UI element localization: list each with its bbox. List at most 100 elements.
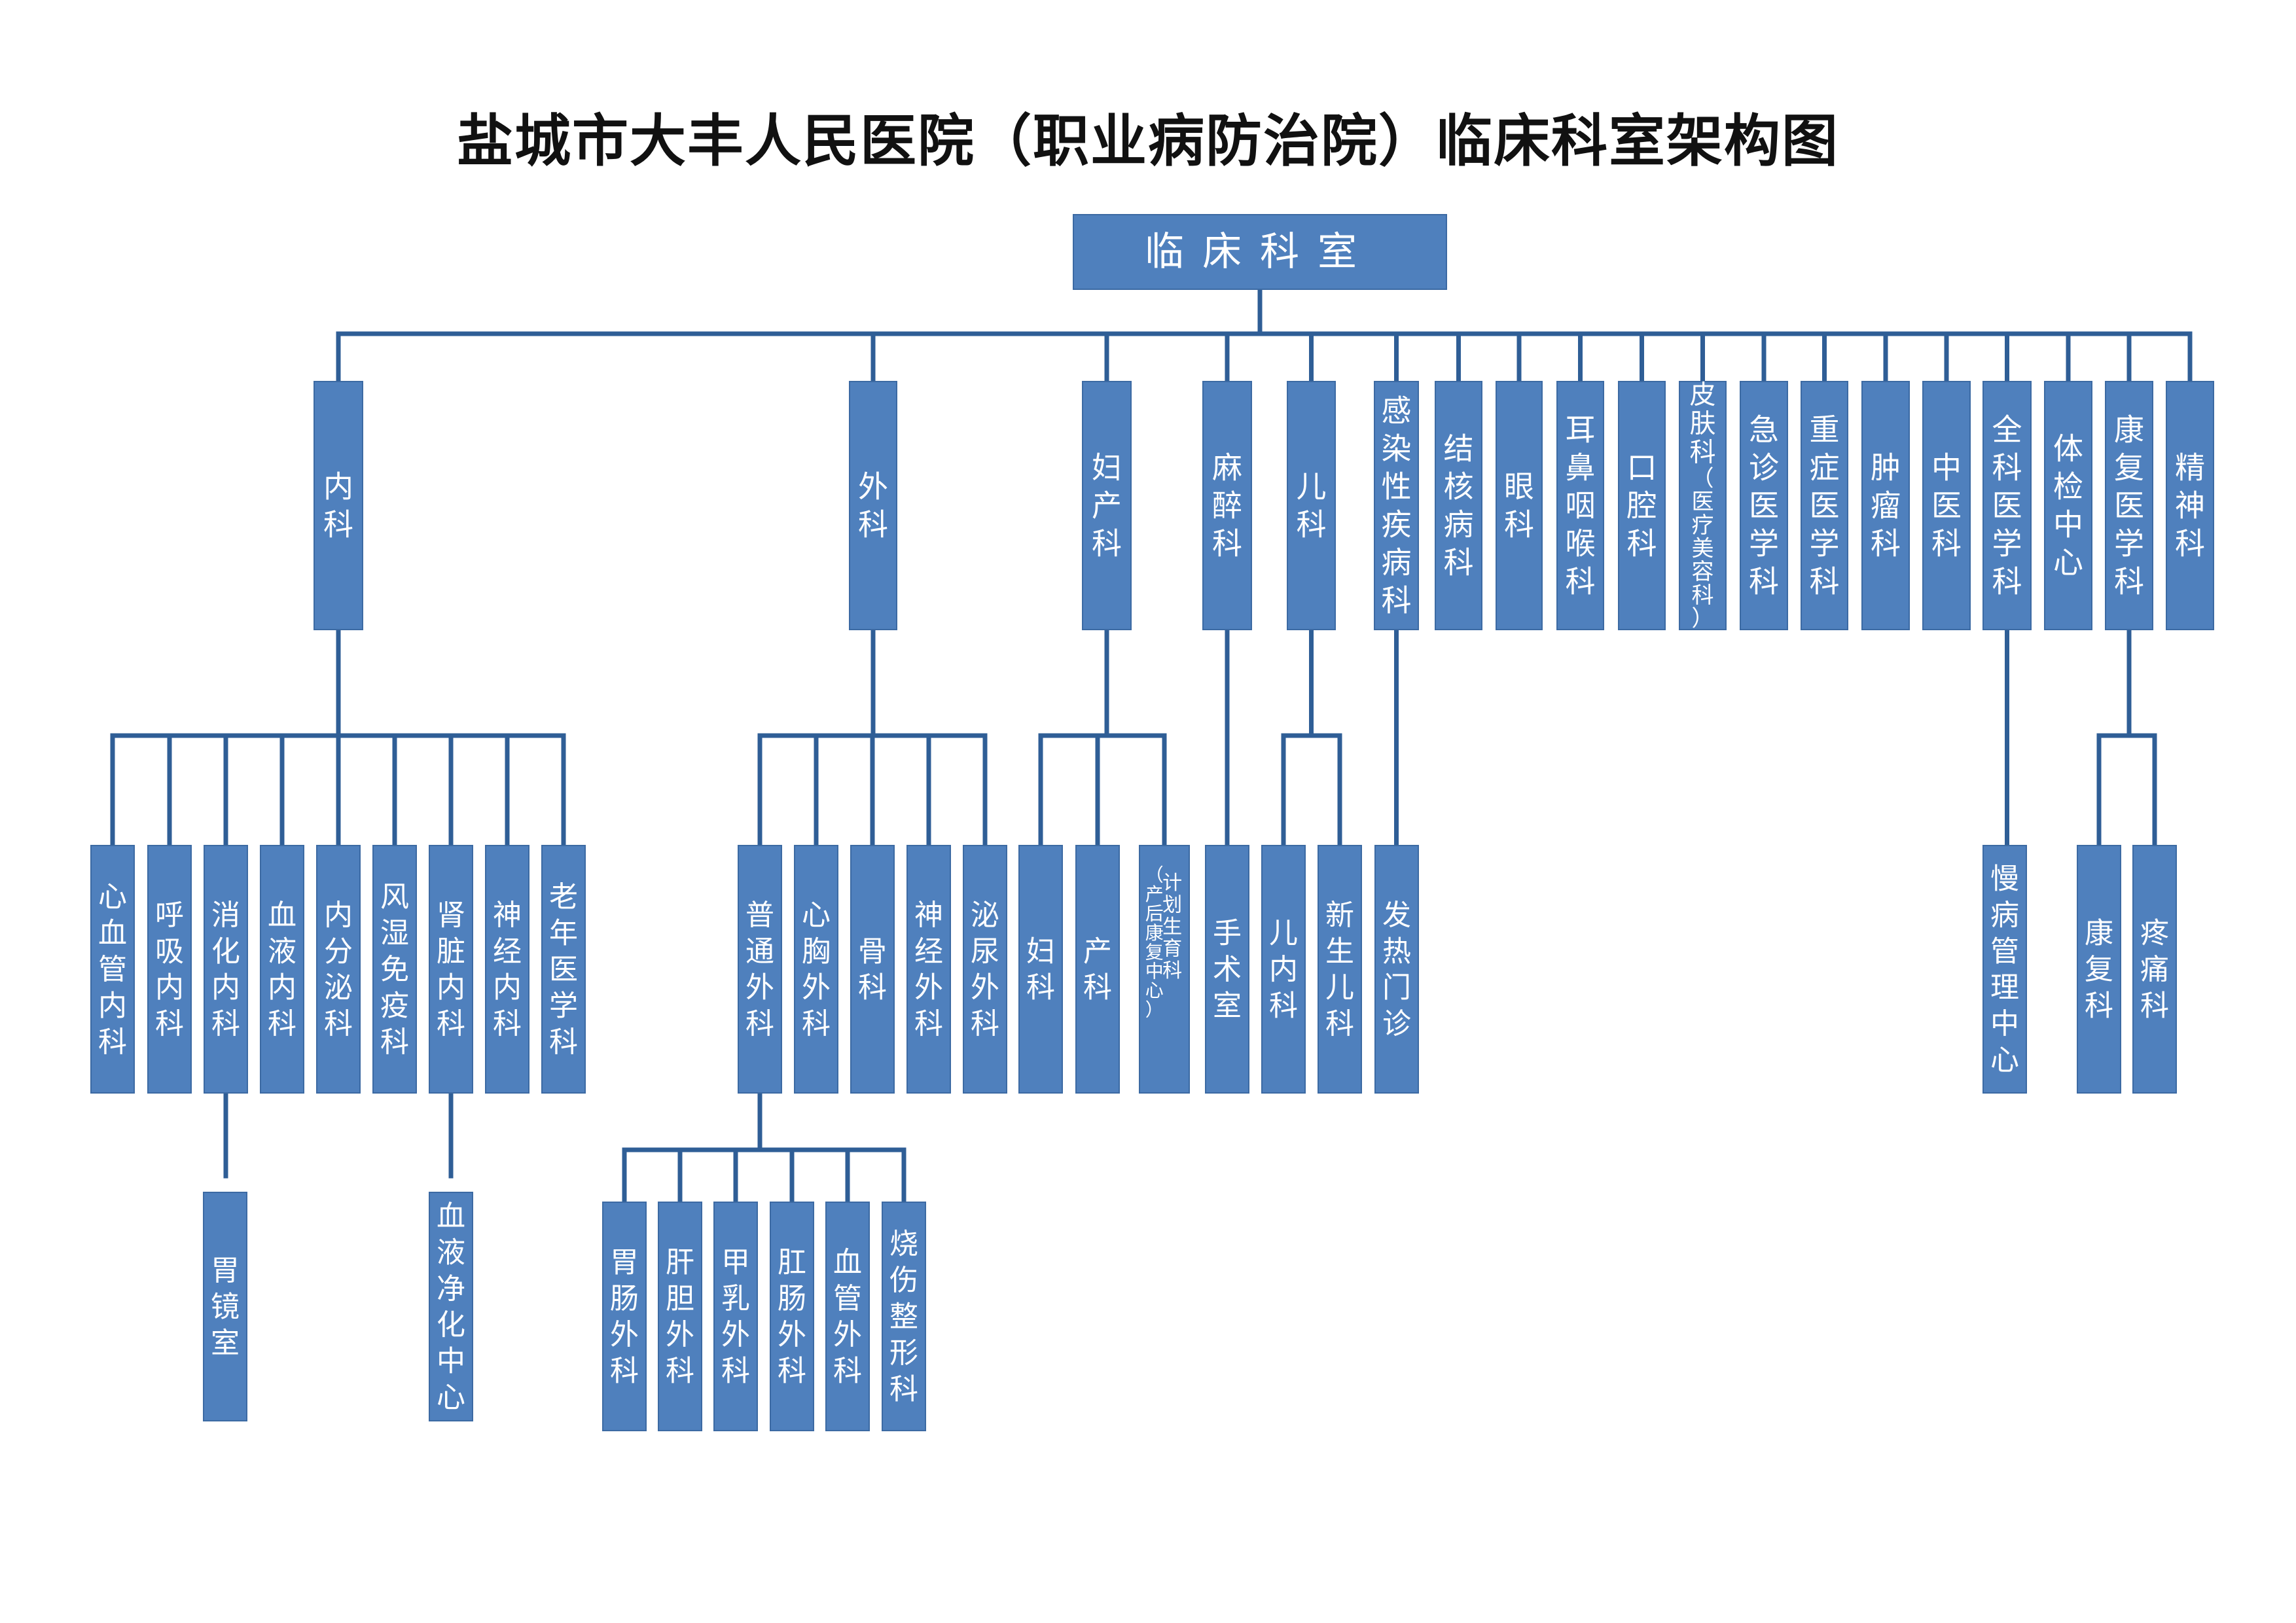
- dept-erbi-box: [1556, 381, 1604, 630]
- dept-pifu-sublabel: （医疗美容科）: [1692, 465, 1714, 632]
- dept-miniao[interactable]: 泌尿外科: [963, 845, 1007, 1094]
- dept-xinsheng-box: [1318, 845, 1362, 1094]
- dept-root[interactable]: 临床科室: [1073, 214, 1447, 290]
- dept-ernei-box: [1261, 845, 1306, 1094]
- dept-xinxiong[interactable]: 心胸外科: [794, 845, 838, 1094]
- dept-shenzang[interactable]: 肾脏内科: [429, 845, 473, 1094]
- dept-jingshen-label: 精神科: [2175, 450, 2205, 562]
- dept-fuchan[interactable]: 妇产科: [1082, 381, 1132, 630]
- dept-pifu[interactable]: 皮肤科（医疗美容科）: [1679, 380, 1727, 632]
- dept-chanke[interactable]: 产科: [1075, 845, 1120, 1094]
- dept-fuke[interactable]: 妇科: [1018, 845, 1063, 1094]
- dept-mazui-label: 麻醉科: [1212, 450, 1242, 562]
- dept-weijing[interactable]: 胃镜室: [203, 1192, 247, 1421]
- dept-shaoshang-label: 烧伤整形科: [889, 1227, 918, 1406]
- dept-fuke-label: 妇科: [1026, 935, 1055, 1004]
- dept-xueguan-label: 血管外科: [833, 1245, 862, 1387]
- dept-xiaohua[interactable]: 消化内科: [204, 845, 248, 1094]
- dept-manbing-label: 慢病管理中心: [1990, 862, 2019, 1077]
- dept-ganran-box: [1374, 381, 1419, 630]
- dept-jiaru[interactable]: 甲乳外科: [713, 1202, 758, 1431]
- dept-fengshi[interactable]: 风湿免疫科: [372, 845, 417, 1094]
- dept-tengtong[interactable]: 疼痛科: [2132, 845, 2177, 1094]
- dept-quanke-label: 全科医学科: [1992, 412, 2022, 599]
- dept-erbi-label: 耳鼻咽喉科: [1566, 412, 1596, 599]
- dept-jingshen[interactable]: 精神科: [2166, 381, 2214, 630]
- dept-fuke-box: [1018, 845, 1063, 1094]
- dept-weichang-box: [602, 1202, 647, 1431]
- dept-xinxiong-label: 心胸外科: [802, 898, 831, 1040]
- dept-neike[interactable]: 内科: [314, 381, 363, 630]
- dept-kouqiang[interactable]: 口腔科: [1618, 381, 1666, 630]
- dept-neike-label: 内科: [323, 469, 353, 543]
- dept-xueye[interactable]: 血液内科: [260, 845, 304, 1094]
- dept-quanke-box: [1982, 381, 2032, 630]
- dept-guke-label: 骨科: [858, 935, 887, 1004]
- dept-gandan[interactable]: 肝胆外科: [658, 1202, 702, 1431]
- dept-gangchang[interactable]: 肛肠外科: [770, 1202, 814, 1431]
- dept-waike[interactable]: 外科: [849, 381, 897, 630]
- dept-putong[interactable]: 普通外科: [738, 845, 782, 1094]
- dept-shenjingnei-label: 神经内科: [493, 898, 522, 1040]
- dept-laonian-box: [541, 845, 586, 1094]
- dept-fare[interactable]: 发热门诊: [1374, 845, 1419, 1094]
- dept-putong-label: 普通外科: [745, 898, 774, 1040]
- dept-zhongliu-box: [1861, 381, 1910, 630]
- dept-jizhen-label: 急诊医学科: [1749, 412, 1779, 599]
- dept-waike-label: 外科: [858, 469, 888, 543]
- dept-xueyejinghua[interactable]: 血液净化中心: [429, 1192, 473, 1421]
- dept-jihua[interactable]: 计划生育科（产后康复中心）: [1139, 845, 1190, 1094]
- dept-tijian-label: 体检中心: [2053, 431, 2083, 580]
- dept-yanke-label: 眼科: [1504, 469, 1534, 543]
- dept-kouqiang-box: [1618, 381, 1666, 630]
- dept-huxi[interactable]: 呼吸内科: [147, 845, 192, 1094]
- dept-laonian[interactable]: 老年医学科: [541, 845, 586, 1094]
- dept-shenjingnei-box: [485, 845, 529, 1094]
- dept-ernei[interactable]: 儿内科: [1261, 845, 1306, 1094]
- dept-fuchan-box: [1082, 381, 1132, 630]
- dept-shenjingnei[interactable]: 神经内科: [485, 845, 529, 1094]
- dept-weichang[interactable]: 胃肠外科: [602, 1202, 647, 1431]
- dept-jizhen[interactable]: 急诊医学科: [1740, 381, 1788, 630]
- dept-xueguan[interactable]: 血管外科: [825, 1202, 870, 1431]
- dept-quanke[interactable]: 全科医学科: [1982, 381, 2032, 630]
- dept-fuchan-label: 妇产科: [1092, 450, 1122, 562]
- dept-zhongliu[interactable]: 肿瘤科: [1861, 381, 1910, 630]
- dept-jiaru-label: 甲乳外科: [721, 1245, 750, 1387]
- dept-erbi[interactable]: 耳鼻咽喉科: [1556, 381, 1604, 630]
- dept-neifenmi-box: [316, 845, 361, 1094]
- dept-kangfuyx-box: [2105, 381, 2153, 630]
- dept-jiehe[interactable]: 结核病科: [1435, 381, 1482, 630]
- dept-weijing-box: [203, 1192, 247, 1421]
- dept-shaoshang[interactable]: 烧伤整形科: [882, 1202, 926, 1431]
- dept-shenjingwai[interactable]: 神经外科: [906, 845, 951, 1094]
- dept-shenzang-label: 肾脏内科: [437, 898, 465, 1040]
- dept-mazui[interactable]: 麻醉科: [1202, 381, 1252, 630]
- dept-tijian[interactable]: 体检中心: [2044, 381, 2092, 630]
- dept-jingshen-box: [2166, 381, 2214, 630]
- dept-ganran[interactable]: 感染性疾病科: [1374, 381, 1419, 630]
- dept-erke[interactable]: 儿科: [1287, 381, 1336, 630]
- dept-guke-box: [850, 845, 895, 1094]
- dept-neifenmi[interactable]: 内分泌科: [316, 845, 361, 1094]
- dept-fare-label: 发热门诊: [1382, 898, 1411, 1040]
- dept-gangchang-label: 肛肠外科: [778, 1245, 806, 1387]
- dept-jihua-box: [1139, 845, 1190, 1094]
- dept-zhongyi[interactable]: 中医科: [1922, 381, 1971, 630]
- dept-kangfu[interactable]: 康复科: [2077, 845, 2121, 1094]
- dept-chanke-label: 产科: [1083, 935, 1112, 1004]
- dept-xinsheng[interactable]: 新生儿科: [1318, 845, 1362, 1094]
- dept-shenjingwai-label: 神经外科: [914, 898, 943, 1040]
- dept-xueyejinghua-box: [429, 1192, 473, 1421]
- dept-zhongzheng[interactable]: 重症医学科: [1801, 381, 1848, 630]
- dept-kangfuyx[interactable]: 康复医学科: [2105, 381, 2153, 630]
- dept-guke[interactable]: 骨科: [850, 845, 895, 1094]
- dept-xinxueguan[interactable]: 心血管内科: [90, 845, 135, 1094]
- dept-root-box: [1073, 214, 1447, 290]
- dept-manbing-box: [1982, 845, 2027, 1094]
- dept-manbing[interactable]: 慢病管理中心: [1982, 845, 2027, 1094]
- dept-shoushu[interactable]: 手术室: [1205, 845, 1249, 1094]
- dept-miniao-box: [963, 845, 1007, 1094]
- dept-yanke[interactable]: 眼科: [1496, 381, 1543, 630]
